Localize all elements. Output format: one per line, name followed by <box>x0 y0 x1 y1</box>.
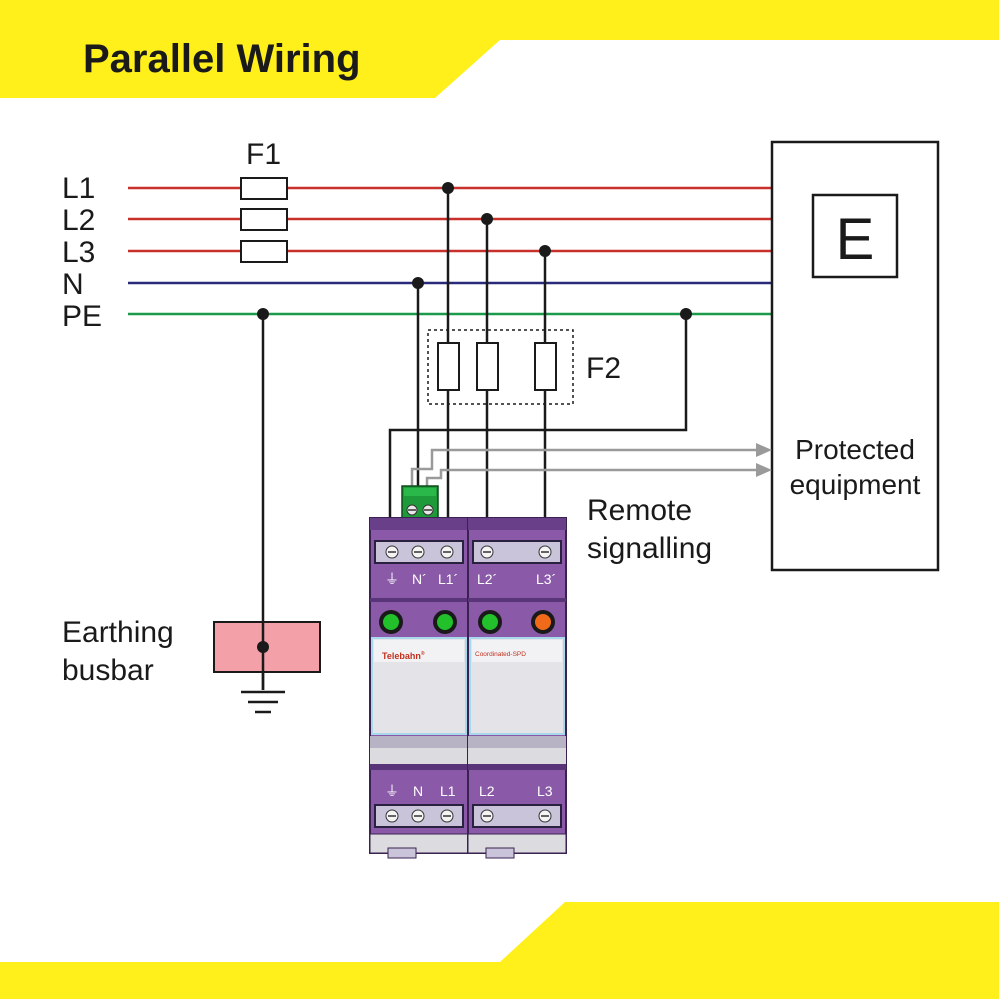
remote-label-1: Remote <box>587 494 692 527</box>
page-title: Parallel Wiring <box>83 37 361 81</box>
terminal-pe-bottom-left: ⏚ <box>385 783 399 799</box>
fuse-f2-l3 <box>534 342 557 391</box>
remote-label-2: signalling <box>587 532 712 565</box>
terminal-label-l3-bottom: L3 <box>537 783 553 799</box>
fuse-f2-l1 <box>437 342 460 391</box>
junction-dots <box>257 182 692 320</box>
spd-right-brand: Coordinated-SPD <box>475 651 526 658</box>
earthing-label-1: Earthing <box>62 616 174 649</box>
terminal-label-l3-top: L3´ <box>536 571 556 587</box>
label-f2: F2 <box>586 352 621 385</box>
terminal-pe-top-left: ⏚ <box>385 571 399 587</box>
equipment-label-2: equipment <box>790 469 921 500</box>
terminal-screws-bottom-right <box>480 809 552 823</box>
label-n: N <box>62 268 84 301</box>
terminal-label-l2-bottom: L2 <box>479 783 495 799</box>
remote-signal-wires <box>410 448 760 488</box>
equipment-symbol-box <box>811 193 899 279</box>
spd-module-right: L2´ L3´ Coordinated-SPD L2 L3 <box>467 517 567 859</box>
fuse-f2-l2 <box>476 342 499 391</box>
signal-arrow-1 <box>756 443 772 457</box>
label-l2: L2 <box>62 204 95 237</box>
earthing-label-2: busbar <box>62 654 154 687</box>
remote-terminal-block <box>401 485 439 521</box>
terminal-screws-top-left <box>385 545 454 559</box>
terminal-label-n-bottom: N <box>413 783 423 799</box>
terminal-label-l2-top: L2´ <box>477 571 497 587</box>
equipment-label-1: Protected <box>795 434 915 465</box>
label-f1: F1 <box>246 138 281 171</box>
ground-symbol <box>241 690 285 714</box>
terminal-screws-bottom-left <box>385 809 454 823</box>
terminal-label-l1-bottom: L1 <box>440 783 456 799</box>
terminal-label-l1-top: L1´ <box>438 571 458 587</box>
equipment-symbol: E <box>836 207 875 272</box>
fuse-f1-l2 <box>240 208 288 231</box>
label-l3: L3 <box>62 236 95 269</box>
footer-band <box>0 902 999 999</box>
label-pe: PE <box>62 300 102 333</box>
terminal-label-n-top: N´ <box>412 571 427 587</box>
signal-arrow-2 <box>756 463 772 477</box>
spd-brand: Telebahn® <box>382 650 425 661</box>
terminal-screws-top-right <box>480 545 552 559</box>
header-band <box>0 0 999 98</box>
fuse-f2-group <box>427 329 574 405</box>
fuse-f1-l3 <box>240 240 288 263</box>
label-l1: L1 <box>62 172 95 205</box>
busbar-junction <box>257 641 269 653</box>
fuse-f1-l1 <box>240 177 288 200</box>
spd-module-left: ⏚ N´ L1´ Telebahn® ⏚ N L1 <box>369 517 469 859</box>
